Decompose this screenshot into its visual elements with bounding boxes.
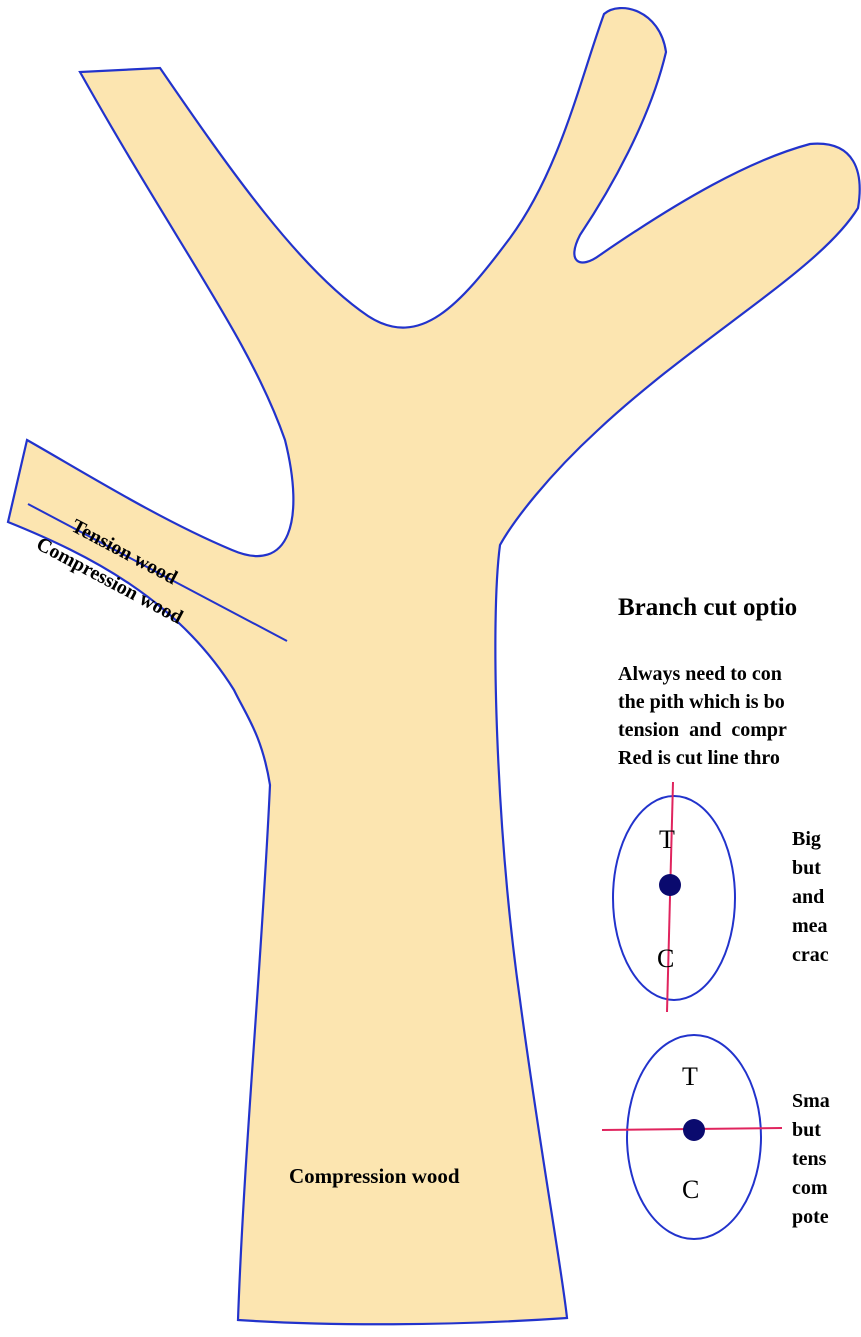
cut-option-1: T C Big but and mea crac (613, 782, 829, 1012)
option1-line-4: mea (792, 915, 828, 937)
option2-line-5: pote (792, 1206, 829, 1228)
option1-line-2: but (792, 857, 821, 879)
option2-line-2: but (792, 1119, 821, 1141)
vertical-cut-line (667, 782, 673, 1012)
option2-line-4: com (792, 1177, 828, 1199)
compression-marker-1: C (657, 944, 674, 973)
pith-dot-1 (659, 874, 681, 896)
tension-marker-2: T (682, 1062, 698, 1091)
option2-line-1: Sma (792, 1090, 830, 1112)
compression-marker-2: C (682, 1175, 699, 1204)
intro-line-4: Red is cut line thro (618, 747, 780, 769)
option1-line-1: Big (792, 828, 821, 850)
intro-line-3: tension and compr (618, 719, 787, 741)
option1-line-5: crac (792, 944, 829, 966)
cut-option-2: T C Sma but tens com pote (602, 1035, 830, 1239)
option2-line-3: tens (792, 1148, 827, 1170)
tension-marker-1: T (659, 825, 675, 854)
option1-line-3: and (792, 886, 824, 908)
intro-line-2: the pith which is bo (618, 691, 785, 713)
intro-line-1: Always need to con (618, 663, 782, 685)
trunk-compression-label: Compression wood (289, 1164, 460, 1188)
cut-options-heading: Branch cut optio (618, 594, 797, 621)
pith-dot-2 (683, 1119, 705, 1141)
